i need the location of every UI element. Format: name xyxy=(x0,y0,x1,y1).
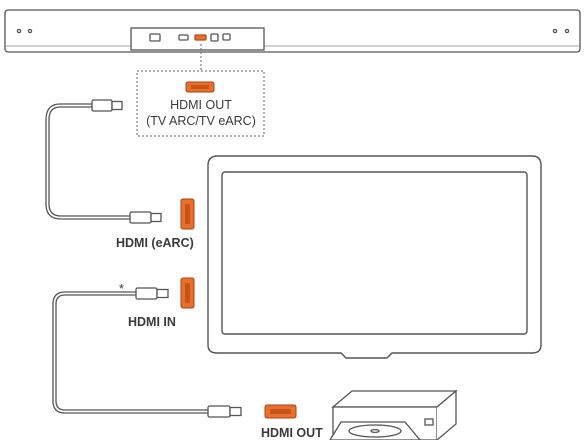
tv-earc-label: HDMI (eARC) xyxy=(116,236,194,250)
tv-earc-port xyxy=(180,198,195,230)
soundbar xyxy=(4,9,581,53)
hdmi-port-inner xyxy=(191,85,209,89)
soundbar-port-label-2: (TV ARC/TV eARC) xyxy=(146,114,256,128)
disc-player xyxy=(329,389,458,440)
note-asterisk: * xyxy=(119,282,124,296)
soundbar-port-label-1: HDMI OUT xyxy=(170,98,232,112)
port-callout xyxy=(136,44,265,137)
tv xyxy=(207,155,542,359)
hdmi-cable-earc xyxy=(45,99,162,224)
device-out-label: HDMI OUT xyxy=(261,426,323,440)
tv-in-label: HDMI IN xyxy=(128,315,176,329)
device-hdmi-port xyxy=(264,404,297,419)
hdmi-cable-in xyxy=(52,287,242,418)
tv-in-port xyxy=(180,277,195,309)
